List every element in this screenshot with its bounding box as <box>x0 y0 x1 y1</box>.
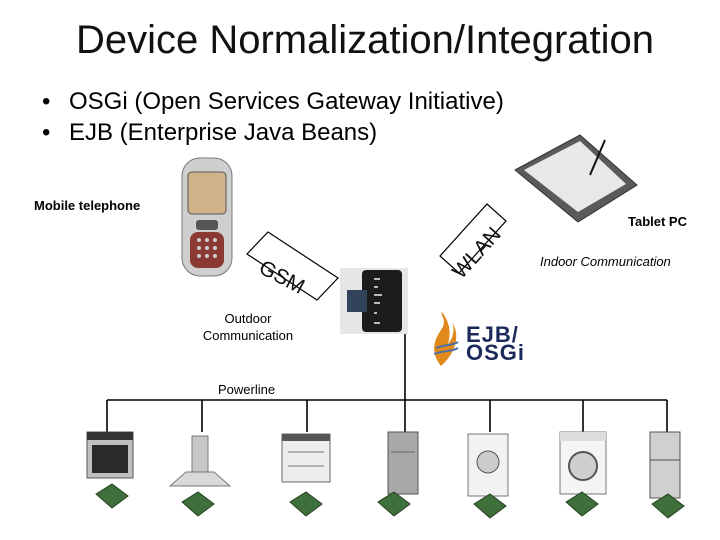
range-hood-icon <box>168 435 232 487</box>
logo-text-ejb: EJB/ <box>466 322 519 347</box>
ejb-osgi-flame-icon <box>433 312 459 366</box>
bullet-item-osgi: • OSGi (Open Services Gateway Initiative) <box>42 86 504 117</box>
tablet-pc-icon <box>514 134 638 223</box>
mobile-phone-icon <box>181 157 233 277</box>
indoor-communication-label: Indoor Communication <box>540 254 671 269</box>
outdoor-label-line2: Communication <box>202 328 294 343</box>
gateway-device-icon <box>340 268 408 334</box>
refrigerator-icon <box>387 431 419 495</box>
bullet-text: EJB (Enterprise Java Beans) <box>69 119 378 146</box>
mobile-telephone-label: Mobile telephone <box>34 198 141 213</box>
dishwasher-icon <box>281 433 331 483</box>
gsm-link <box>246 231 339 301</box>
outdoor-communication-label: Outdoor Communication <box>188 310 308 344</box>
tablet-pc-label: Tablet PC <box>628 214 687 229</box>
bullet-dot: • <box>42 88 51 115</box>
powerline-label: Powerline <box>218 382 276 397</box>
outdoor-label-line1: Outdoor <box>224 311 272 326</box>
fridge-freezer-icon <box>649 431 681 499</box>
washer-dryer-icon <box>467 433 509 497</box>
oven-icon <box>86 431 134 479</box>
bullet-dot: • <box>42 119 51 146</box>
washing-machine-icon <box>559 431 607 495</box>
logo-text-osgi: OSGi <box>466 340 526 365</box>
bullet-list: • OSGi (Open Services Gateway Initiative)… <box>42 86 504 148</box>
bullet-text: OSGi (Open Services Gateway Initiative) <box>69 88 504 115</box>
circuit-board-icon <box>95 483 685 519</box>
slide-title: Device Normalization/Integration <box>75 18 655 62</box>
bullet-item-ejb: • EJB (Enterprise Java Beans) <box>42 117 504 148</box>
wlan-link <box>439 203 507 274</box>
powerline-bus <box>106 330 668 432</box>
